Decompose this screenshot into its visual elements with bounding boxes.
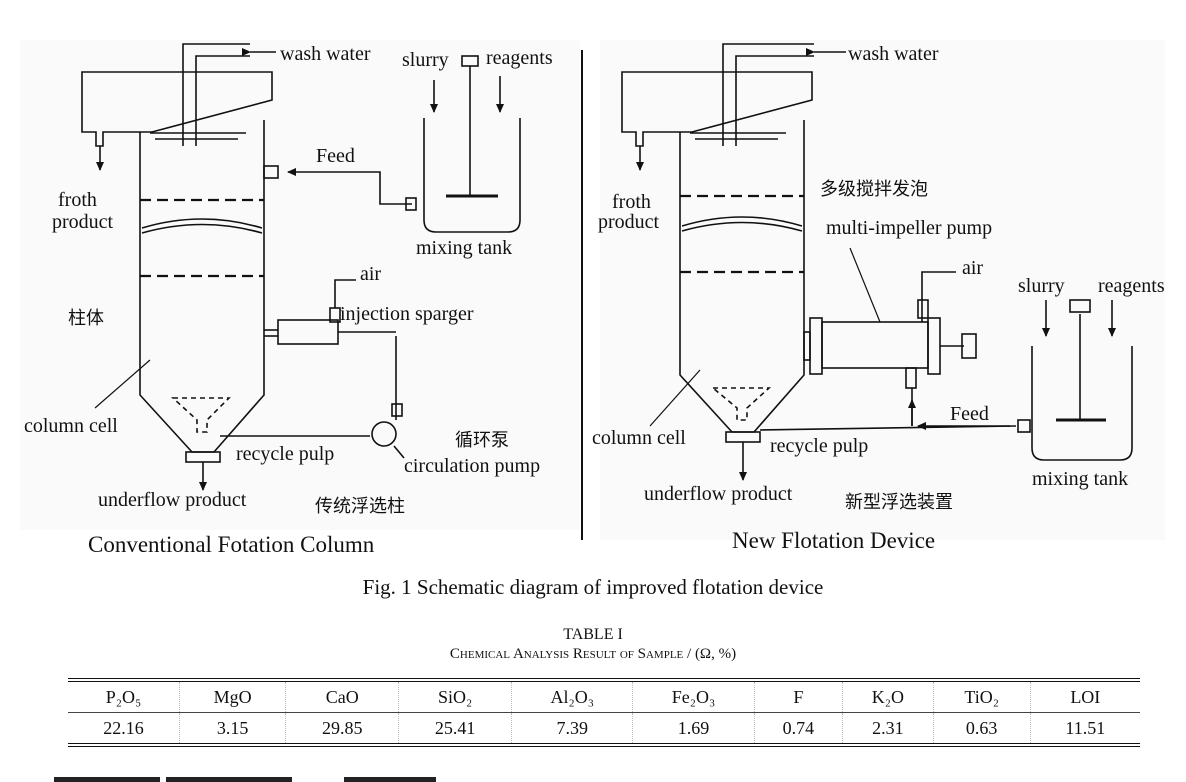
right-label-multi-impeller-pump: multi-impeller pump	[826, 217, 992, 239]
right-label-recycle-pulp: recycle pulp	[770, 435, 868, 457]
left-label-feed: Feed	[316, 145, 355, 167]
table-cell: 3.15	[179, 712, 286, 743]
left-label-reagents: reagents	[486, 47, 553, 69]
left-label-mixing-tank: mixing tank	[416, 237, 512, 259]
watermark-multistage: 多级搅拌发泡	[820, 179, 928, 199]
table-cell: 22.16	[103, 717, 144, 738]
left-label-slurry: slurry	[402, 49, 449, 71]
table-row: 22.16 3.15 29.85 25.41 7.39 1.69 0.74 2.…	[68, 712, 1140, 743]
right-label-feed: Feed	[950, 403, 989, 425]
table-header-cell: F	[753, 682, 843, 713]
table-cell: 1.69	[632, 712, 755, 743]
table-cell: 11.51	[1029, 712, 1140, 743]
footer-bar	[54, 777, 160, 782]
table-cell: 0.63	[932, 712, 1031, 743]
left-froth-launder	[81, 71, 273, 147]
figure-caption: Fig. 1 Schematic diagram of improved flo…	[362, 575, 824, 599]
table-header-cell: CaO	[285, 682, 399, 713]
right-label-wash-water: wash water	[848, 43, 939, 65]
left-label-air: air	[360, 263, 381, 285]
table-cell: 7.39	[511, 712, 633, 743]
right-diagram	[621, 43, 1133, 481]
left-label-product: product	[52, 211, 114, 233]
footer-bar	[166, 777, 292, 782]
left-wash-pipe-outer	[182, 43, 250, 146]
watermark-conventional: 传统浮选柱	[315, 496, 405, 516]
table-top-rule	[68, 678, 1140, 682]
left-label-injection-sparger: injection sparger	[340, 303, 474, 325]
left-diagram-title: Conventional Fotation Column	[88, 532, 375, 557]
table-header-cell: SiO₂	[398, 682, 512, 713]
right-label-slurry: slurry	[1018, 275, 1065, 297]
right-label-mixing-tank: mixing tank	[1032, 468, 1128, 490]
footer-bar	[344, 777, 436, 782]
watermark-column: 柱体	[68, 308, 104, 328]
right-label-column-cell: column cell	[592, 427, 686, 449]
left-panel-bg	[20, 40, 580, 530]
table-header-row: P₂O₅ MgO CaO SiO₂ Al₂O₃ Fe₂O₃ F K₂O TiO₂…	[68, 682, 1140, 713]
table-cell: 2.31	[842, 712, 934, 743]
left-diagram	[81, 43, 521, 491]
right-label-product: product	[598, 211, 660, 233]
watermarks: 柱体 传统浮选柱 循环泵 多级搅拌发泡 新型浮选装置	[68, 179, 953, 516]
right-label-reagents: reagents	[1098, 275, 1165, 297]
table-header-cell: Fe₂O₃	[632, 682, 755, 713]
right-label-underflow: underflow product	[644, 483, 793, 505]
right-labels: wash water froth product multi-impeller …	[592, 43, 1165, 505]
right-label-froth: froth	[612, 191, 651, 213]
watermark-new-device: 新型浮选装置	[845, 492, 953, 512]
table-cell: 0.74	[753, 712, 843, 743]
table-header-cell: Al₂O₃	[511, 682, 633, 713]
table-bottom-rule	[68, 743, 1140, 747]
table-cell: 25.41	[398, 712, 512, 743]
right-label-air: air	[962, 257, 983, 279]
left-circulation-pump	[371, 421, 397, 447]
left-label-column-cell: column cell	[24, 415, 118, 437]
flotation-schematic-figure: 柱体 传统浮选柱 循环泵 多级搅拌发泡 新型浮选装置	[20, 40, 1165, 557]
left-label-circulation-pump: circulation pump	[404, 455, 540, 477]
left-label-recycle-pulp: recycle pulp	[236, 443, 334, 465]
left-label-underflow: underflow product	[98, 489, 247, 511]
right-mixing-tank	[1031, 346, 1133, 461]
right-froth-launder	[621, 71, 813, 147]
left-mixing-tank	[423, 118, 521, 233]
left-label-wash-water: wash water	[280, 43, 371, 65]
left-label-froth: froth	[58, 189, 97, 211]
table-subtitle: Chemical Analysis Result of Sample / (Ω,…	[449, 646, 737, 662]
left-labels: wash water slurry reagents Feed froth pr…	[24, 43, 553, 511]
table-header-cell: K₂O	[842, 682, 934, 713]
chemical-analysis-table: P₂O₅ MgO CaO SiO₂ Al₂O₃ Fe₂O₃ F K₂O TiO₂…	[68, 678, 1140, 747]
table-header-cell: LOI	[1029, 682, 1140, 713]
table-header-cell: TiO₂	[932, 682, 1031, 713]
table-header-cell: P₂O₅	[68, 682, 180, 713]
table-cell: 29.85	[285, 712, 399, 743]
right-panel-bg	[600, 40, 1165, 540]
right-diagram-title: New Flotation Device	[732, 528, 935, 553]
watermark-pump: 循环泵	[455, 430, 509, 450]
table-title: TABLE I	[563, 626, 623, 643]
table-header-cell: MgO	[179, 682, 286, 713]
